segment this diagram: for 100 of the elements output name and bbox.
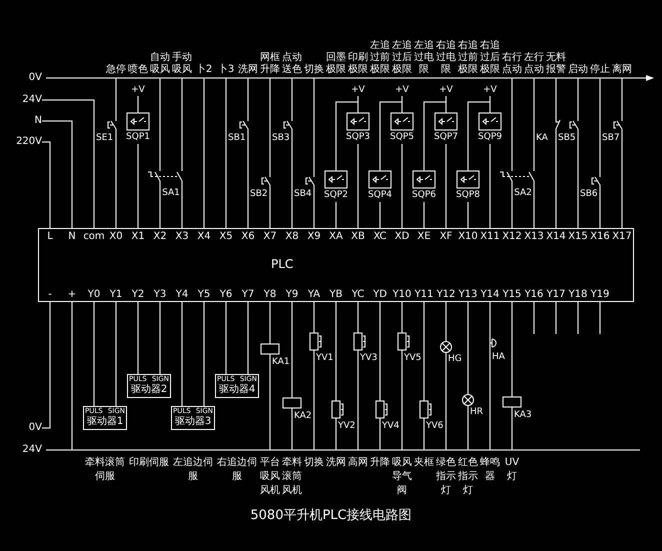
component-label: KA2 [294, 410, 312, 422]
servo-driver-box [83, 406, 127, 430]
terminal-label: XB [350, 231, 366, 243]
terminal-label: X9 [306, 231, 322, 243]
function-label: 高网 [347, 456, 369, 470]
function-label: 右追过前极限 [457, 40, 479, 76]
wire [42, 120, 72, 228]
terminal-label: L [46, 231, 54, 243]
terminal-label: X10 [457, 231, 479, 243]
relay-coil [260, 344, 290, 374]
function-label: 点动送色 [281, 52, 303, 76]
terminal-label: XE [416, 231, 432, 243]
wire [42, 100, 94, 228]
function-label: 自动吸风 [149, 52, 171, 76]
terminal-label: YD [372, 289, 388, 301]
function-label: 左追过后极限 [391, 40, 413, 76]
terminal-label: X6 [240, 231, 256, 243]
supply-label: 24V [4, 93, 42, 107]
function-label: 卜2 [194, 64, 214, 76]
component-label: HA [492, 351, 505, 363]
terminal-label: X15 [567, 231, 589, 243]
bus-label: 24V [21, 443, 42, 457]
terminal-label: Y1 [108, 289, 124, 301]
wire [336, 102, 358, 170]
component-label: YV4 [382, 420, 400, 432]
terminal-label: X12 [501, 231, 523, 243]
terminal-label: Y16 [524, 289, 544, 301]
terminal-label: XD [394, 231, 410, 243]
function-label: 切换 [303, 64, 325, 76]
terminal-label: X2 [152, 231, 168, 243]
wire [42, 302, 50, 428]
function-label: 喷色 [127, 64, 149, 76]
function-label: 卜3 [216, 64, 236, 76]
relay-contact [536, 118, 560, 144]
component-label: SB2 [250, 188, 268, 200]
function-label: 印刷极限 [347, 52, 369, 76]
function-label: 回墨极限 [325, 52, 347, 76]
terminal-label: X4 [196, 231, 212, 243]
component-label: KA1 [272, 356, 290, 368]
component-label: SQP4 [367, 189, 393, 201]
component-label: YV6 [426, 420, 444, 432]
terminal-label: + [66, 289, 78, 301]
terminal-label: Y3 [152, 289, 168, 301]
terminal-label: X11 [479, 231, 501, 243]
terminal-label: X13 [523, 231, 545, 243]
function-label: 夹框 [413, 456, 435, 470]
component-label: SB4 [294, 188, 312, 200]
driver-label: 驱动器3 [174, 416, 212, 428]
bus-label: 0V [28, 71, 42, 85]
solenoid-valve [309, 333, 335, 367]
function-label: 牵料滚筒风机 [281, 456, 303, 498]
component-label: SB6 [580, 188, 598, 200]
supply-label: +V [436, 84, 456, 96]
terminal-label: Y10 [392, 289, 412, 301]
function-label: 绿色指示灯 [435, 456, 457, 498]
terminal-label: X16 [589, 231, 611, 243]
plc-module [38, 228, 634, 302]
terminal-label: Y13 [458, 289, 478, 301]
supply-label: +V [480, 84, 500, 96]
supply-label: +V [128, 84, 148, 96]
function-label: UV灯 [504, 456, 520, 484]
solenoid-valve [331, 401, 357, 435]
function-label: 停止 [589, 64, 611, 76]
terminal-label: Y14 [480, 289, 500, 301]
component-label: SQP2 [323, 189, 349, 201]
terminal-label: Y2 [130, 289, 146, 301]
component-label: SQP9 [477, 131, 503, 143]
function-label: 右行点动 [501, 52, 523, 76]
terminal-label: YC [350, 289, 366, 301]
function-label: 升降 [369, 456, 391, 470]
terminal-label: Y15 [502, 289, 522, 301]
wire [468, 102, 490, 170]
function-label: 蜂鸣器 [479, 456, 501, 484]
caption: 5080平升机PLC接线电路图 [249, 507, 413, 525]
terminal-label: Y17 [546, 289, 566, 301]
component-label: HR [470, 406, 484, 418]
component-label: SQP6 [411, 189, 437, 201]
terminal-label: com [83, 231, 105, 243]
component-label: SQP3 [345, 131, 371, 143]
function-label: 左追过电限 [413, 40, 435, 76]
terminal-label: X17 [611, 231, 633, 243]
servo-driver-box [215, 374, 259, 398]
component-label: SA1 [161, 187, 181, 199]
component-label: SB1 [228, 132, 246, 144]
component-label: SQP5 [389, 131, 415, 143]
terminal-label: Y12 [436, 289, 456, 301]
function-label: 左行点动 [523, 52, 545, 76]
relay-coil [502, 397, 532, 427]
component-label: SB7 [602, 132, 620, 144]
wire [42, 142, 50, 228]
function-label: 网框升降 [259, 52, 281, 76]
function-label: 手动吸风 [171, 52, 193, 76]
solenoid-valve [397, 333, 423, 367]
component-label: SE1 [96, 132, 114, 144]
component-label: KA [536, 132, 548, 144]
component-label: SB3 [272, 132, 290, 144]
function-label: 离网 [611, 64, 633, 76]
terminal-label: Y0 [86, 289, 102, 301]
component-label: SQP7 [433, 131, 459, 143]
function-label: 牵料滚筒伺服 [84, 456, 126, 484]
